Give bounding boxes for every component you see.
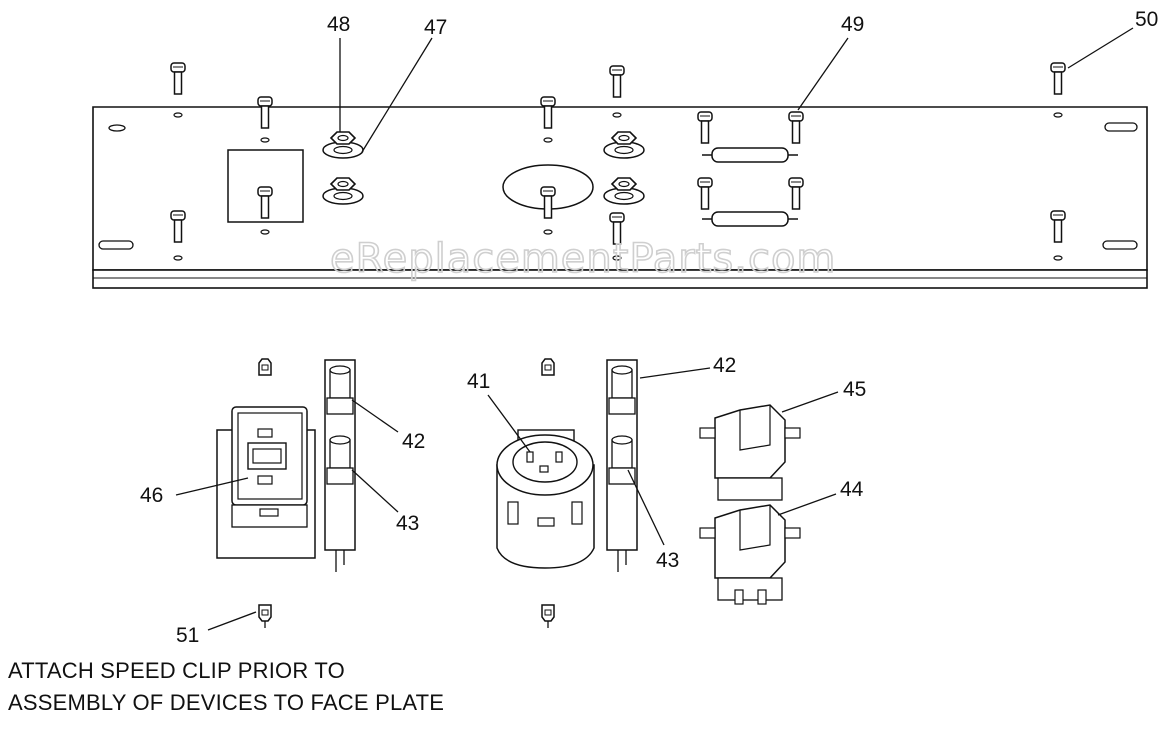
leader-lines (175, 27, 1134, 631)
callout-49: 49 (841, 13, 864, 36)
callout-45: 45 (843, 378, 866, 401)
callout-labels: 48 47 49 50 41 42 42 43 43 45 44 46 51 (140, 8, 1158, 647)
rocker-switches (699, 404, 801, 605)
callout-43-right: 43 (656, 549, 679, 572)
assembly-note: ATTACH SPEED CLIP PRIOR TO ASSEMBLY OF D… (8, 658, 445, 715)
twist-lock-receptacle (496, 429, 595, 569)
callout-44: 44 (840, 478, 864, 501)
speed-clips (258, 358, 555, 628)
callout-48: 48 (327, 13, 350, 36)
callout-51: 51 (176, 624, 199, 647)
callout-43-left: 43 (396, 512, 419, 535)
callout-42-left: 42 (402, 430, 425, 453)
callout-42-right: 42 (713, 354, 736, 377)
duplex-outlet (216, 406, 316, 559)
callout-41: 41 (467, 370, 490, 393)
callout-47: 47 (424, 16, 447, 39)
watermark: eReplacementParts.com (330, 236, 836, 282)
callout-46: 46 (140, 484, 163, 507)
callout-50: 50 (1135, 8, 1158, 31)
